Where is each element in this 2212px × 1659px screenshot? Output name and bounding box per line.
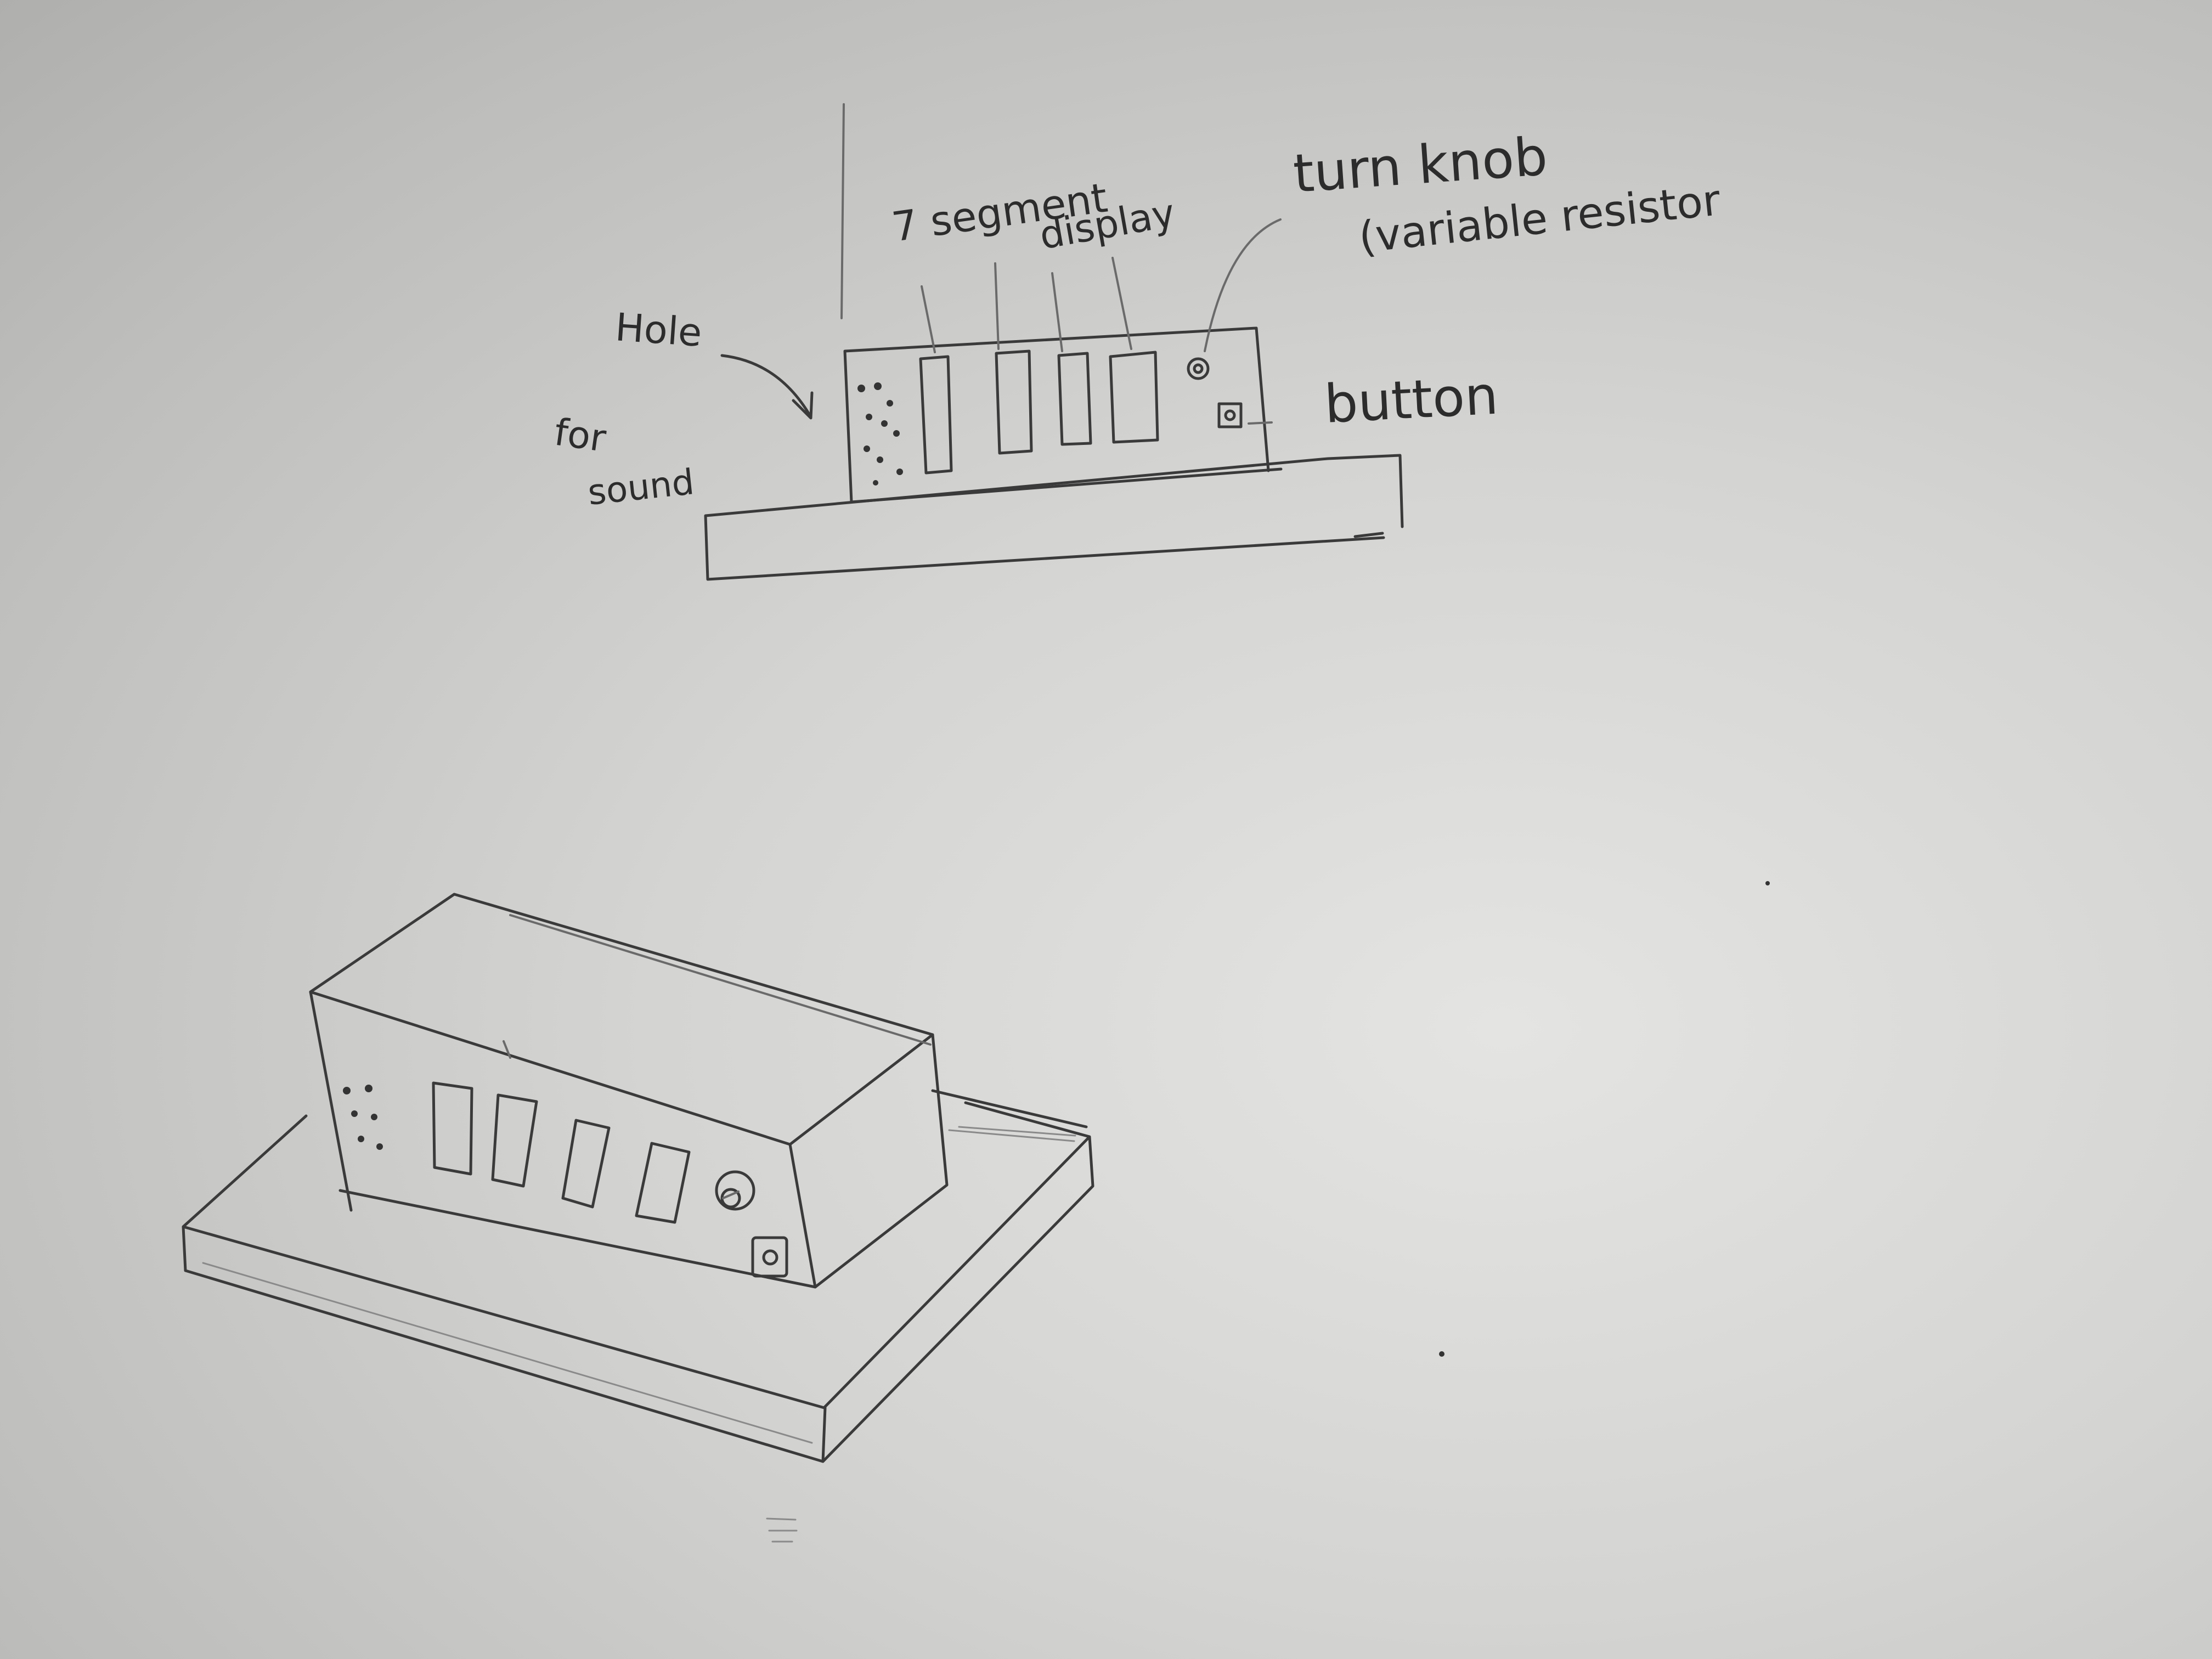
- button-icon: [1219, 404, 1241, 427]
- box-front-face: [311, 992, 815, 1287]
- segment-display-2: [996, 351, 1031, 453]
- perspective-base-board: [183, 1091, 1093, 1462]
- hole-arrow: [722, 356, 812, 418]
- leader-line-display-1: [922, 286, 935, 352]
- segment-display-3: [1059, 353, 1091, 444]
- perspective-sound-holes: [343, 1085, 383, 1150]
- perspective-display-2: [493, 1095, 537, 1186]
- box-top-edge-extra: [510, 915, 930, 1045]
- front-view-diagram: 7 segment display turn knob (variable re…: [552, 104, 1723, 579]
- label-hole: Hole: [614, 304, 703, 356]
- perspective-segment-displays: [433, 1083, 689, 1222]
- perspective-display-1: [433, 1083, 472, 1174]
- perspective-knob-icon: [716, 1172, 754, 1209]
- perspective-display-3: [563, 1120, 609, 1207]
- label-sound: sound: [586, 462, 696, 514]
- segment-displays: [921, 351, 1158, 473]
- vertical-guide-line: [842, 104, 844, 318]
- box-top-face: [311, 894, 933, 1144]
- segment-display-1: [921, 357, 951, 473]
- faint-mark: [767, 1519, 797, 1542]
- label-button: button: [1323, 365, 1499, 435]
- stray-dot: [1439, 1351, 1444, 1357]
- perspective-button-icon: [753, 1238, 787, 1276]
- segment-display-4: [1110, 352, 1158, 442]
- label-for: for: [552, 411, 609, 461]
- stray-dot: [1765, 881, 1770, 885]
- perspective-sketch: [183, 894, 1093, 1542]
- turn-knob-icon: [1188, 359, 1208, 379]
- leader-line-display-2: [995, 263, 998, 349]
- base-board: [706, 455, 1402, 579]
- leader-line-button: [1249, 422, 1272, 424]
- perspective-display-4: [636, 1143, 689, 1222]
- label-turn-knob: turn knob: [1291, 126, 1549, 205]
- sound-holes: [857, 382, 903, 486]
- box-side-face: [815, 1035, 947, 1287]
